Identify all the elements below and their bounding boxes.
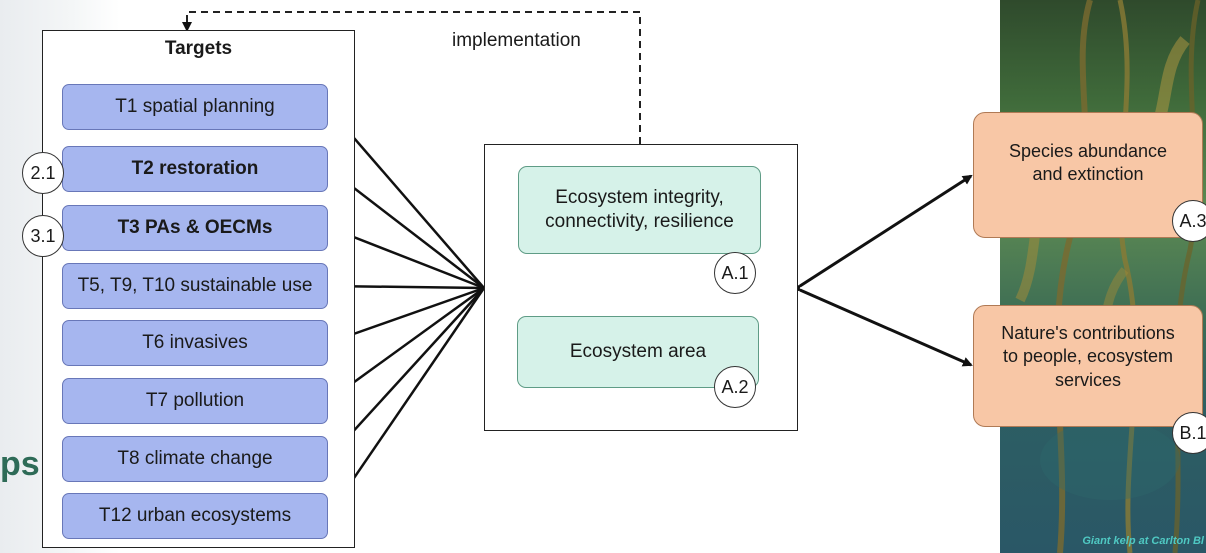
badge-a-1: A.1 (714, 252, 756, 294)
implementation-label: implementation (452, 30, 581, 51)
ecosystem-area-box: Ecosystem area (517, 316, 759, 388)
target-t12: T12 urban ecosystems (62, 493, 328, 539)
ecosystem-integrity-label: Ecosystem integrity, connectivity, resil… (545, 187, 734, 232)
ecosystem-integrity-box: Ecosystem integrity, connectivity, resil… (518, 166, 761, 254)
badge-a-3: A.3 (1172, 200, 1206, 242)
badge-b-1: B.1 (1172, 412, 1206, 454)
target-t6: T6 invasives (62, 320, 328, 366)
target-t2: T2 restoration (62, 146, 328, 192)
arrow-to-species (790, 174, 973, 295)
targets-title: Targets (164, 38, 233, 59)
badge-2-1: 2.1 (22, 152, 64, 194)
photo-caption: Giant kelp at Carlton Bl (1082, 535, 1204, 547)
target-t1: T1 spatial planning (62, 84, 328, 130)
ncp-outcome-label: Nature's contributions to people, ecosys… (1001, 322, 1175, 390)
ncp-outcome-box: Nature's contributions to people, ecosys… (973, 305, 1203, 427)
target-t7: T7 pollution (62, 378, 328, 424)
target-t5-t9-t10: T5, T9, T10 sustainable use (62, 263, 328, 309)
ecosystem-area-label: Ecosystem area (569, 341, 707, 363)
target-t8: T8 climate change (62, 436, 328, 482)
species-outcome-box: Species abundance and extinction (973, 112, 1203, 238)
species-outcome-label: Species abundance and extinction (1008, 140, 1168, 184)
badge-a-2: A.2 (714, 366, 756, 408)
implementation-dashed-line (182, 11, 641, 144)
arrow-to-ncp (790, 282, 973, 367)
badge-3-1: 3.1 (22, 215, 64, 257)
cropped-heading-fragment: ps (0, 445, 40, 483)
target-t3: T3 PAs & OECMs (62, 205, 328, 251)
